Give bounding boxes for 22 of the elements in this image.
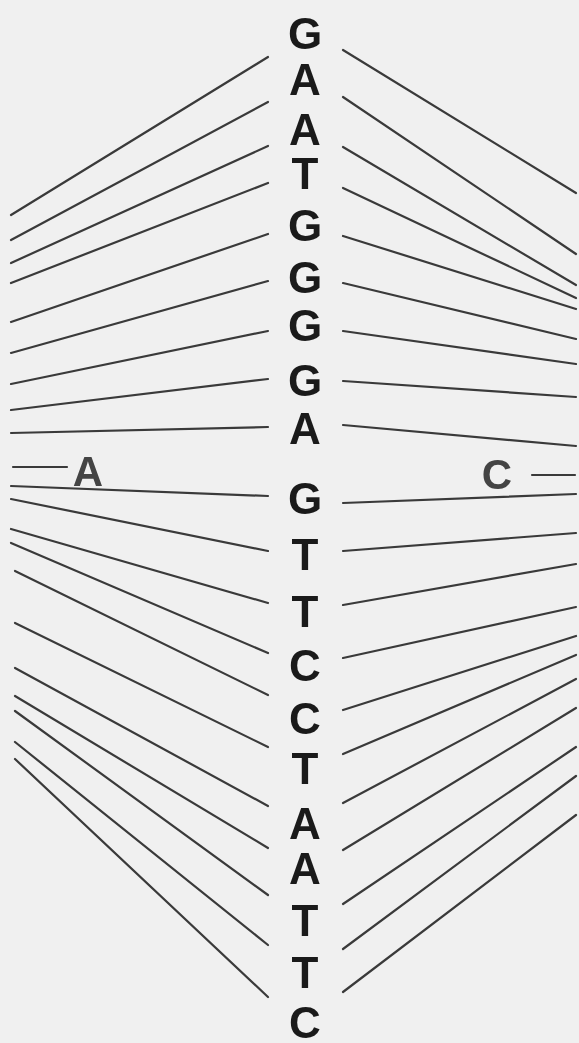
sequence-base-letter: G — [287, 204, 323, 248]
sequence-base-letter: A — [289, 802, 321, 846]
sequence-base-letter: A — [289, 108, 321, 152]
sequence-base-letter: T — [291, 951, 319, 995]
sequence-base-letter: G — [287, 256, 323, 300]
sequence-base-letter: T — [291, 590, 319, 634]
sequence-base-letter: A — [289, 58, 321, 102]
sequence-base-letter: C — [289, 697, 321, 741]
sequence-base-letter: G — [287, 304, 323, 348]
sequence-base-letter: T — [291, 152, 319, 196]
lane-base-letter: A — [72, 451, 104, 493]
sequence-base-letter: C — [289, 1001, 321, 1043]
sequence-base-letter: C — [289, 644, 321, 688]
sequence-base-letter: G — [287, 12, 323, 56]
sequence-base-letter: A — [289, 407, 321, 451]
sequence-base-letter: G — [287, 359, 323, 403]
sequence-base-letter: T — [291, 747, 319, 791]
sequence-base-letter: T — [291, 533, 319, 577]
sequence-base-letter: A — [289, 847, 321, 891]
sequence-base-letter: G — [287, 477, 323, 521]
lane-base-letter: C — [481, 454, 513, 496]
sequence-base-letter: T — [291, 899, 319, 943]
